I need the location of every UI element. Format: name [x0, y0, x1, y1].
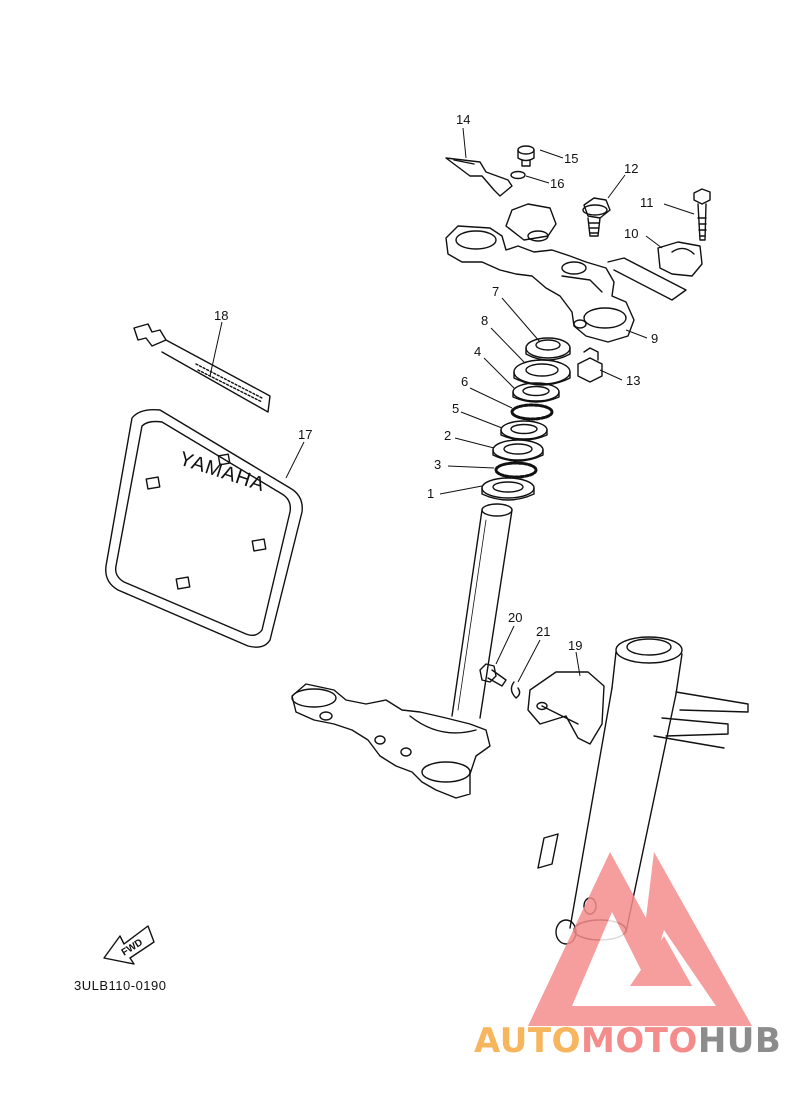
- part-8-washer: [513, 359, 571, 386]
- part-21-clip: [510, 681, 521, 699]
- part-3-bearing-balls: [494, 461, 538, 479]
- part-4-bearing-race: [512, 382, 560, 403]
- part-6-bearing-balls: [510, 403, 554, 421]
- callout-8: 8: [481, 313, 488, 328]
- part-12-bolt: [582, 197, 611, 237]
- part-1-bearing-race: [481, 477, 535, 501]
- part-19-fork-leg: [527, 636, 749, 945]
- callout-20: 20: [508, 610, 522, 625]
- watermark-moto: MOTO: [580, 1021, 698, 1061]
- callout-9: 9: [651, 331, 658, 346]
- callout-18: 18: [214, 308, 228, 323]
- callout-labels: 14 15 16 12 11 10 9 13 7 8 4 6 5 2 3 1 1…: [214, 112, 658, 653]
- part-17-number-plate: [105, 408, 303, 648]
- callout-2: 2: [444, 428, 451, 443]
- part-16-washer: [510, 170, 526, 180]
- callout-21: 21: [536, 624, 550, 639]
- callout-16: 16: [550, 176, 564, 191]
- callout-7: 7: [492, 284, 499, 299]
- callout-3: 3: [434, 457, 441, 472]
- callout-5: 5: [452, 401, 459, 416]
- callout-1: 1: [427, 486, 434, 501]
- fwd-arrow-label: FWD: [120, 937, 145, 958]
- watermark-auto: AUTO: [474, 1021, 581, 1061]
- part-7-ring-nut: [525, 337, 571, 361]
- part-20-bolt: [479, 663, 507, 687]
- watermark-logo-icon: [528, 852, 752, 1026]
- callout-13: 13: [626, 373, 640, 388]
- callout-10: 10: [624, 226, 638, 241]
- fwd-arrow-icon: [103, 925, 155, 965]
- callout-11: 11: [640, 195, 654, 210]
- part-13-bolt: [577, 347, 603, 383]
- leader-lines: [209, 127, 695, 683]
- callout-17: 17: [298, 427, 312, 442]
- watermark-brand: AUTOMOTOHUB: [474, 1021, 781, 1061]
- callout-6: 6: [461, 374, 468, 389]
- part-5-bearing-race: [500, 420, 548, 441]
- watermark-hub: HUB: [697, 1021, 782, 1061]
- callout-4: 4: [474, 344, 481, 359]
- part-18-cable-tie: [133, 323, 271, 413]
- part-14-bracket: [445, 157, 513, 197]
- callout-19: 19: [568, 638, 582, 653]
- callout-14: 14: [456, 112, 470, 127]
- callout-12: 12: [624, 161, 638, 176]
- part-9-upper-bracket: [445, 203, 687, 343]
- part-15-screw: [517, 145, 535, 167]
- steering-stem-lower-bracket: [291, 503, 513, 799]
- part-11-bolt: [693, 188, 711, 241]
- callout-15: 15: [564, 151, 578, 166]
- diagram-part-code: 3ULB110-0190: [74, 978, 167, 993]
- part-2-dust-seal: [492, 439, 544, 462]
- part-10-holder: [657, 241, 703, 277]
